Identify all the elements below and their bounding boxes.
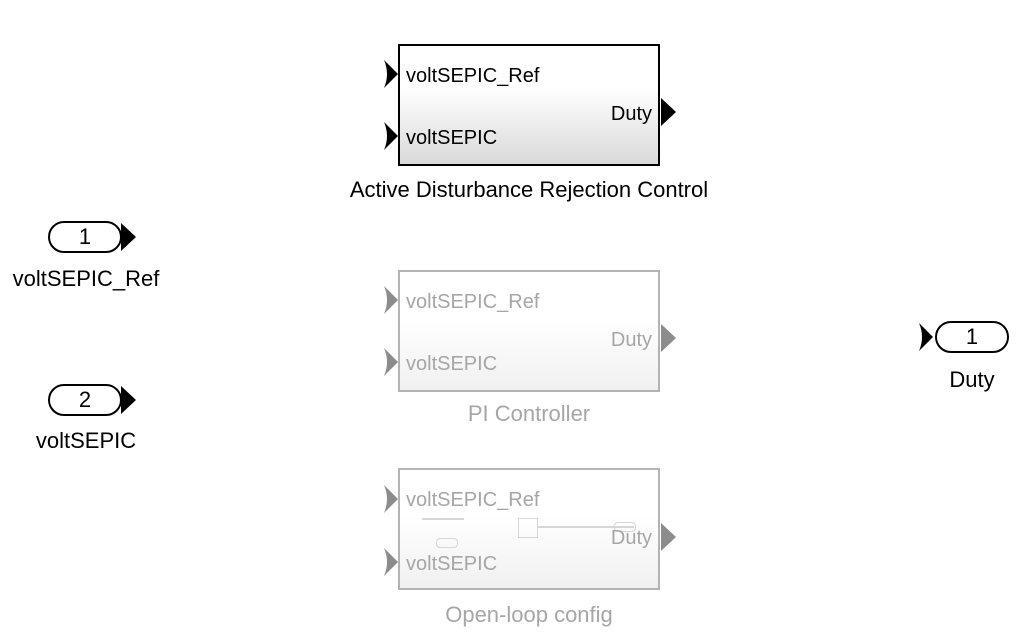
openloop-preview-line <box>422 518 464 520</box>
pi-output-port-arrow-icon[interactable] <box>660 323 678 353</box>
adrc-subsystem-block[interactable]: voltSEPIC_Ref voltSEPIC Duty <box>398 44 660 166</box>
inport-2-output-arrow-icon[interactable] <box>120 385 138 415</box>
adrc-output-label-duty: Duty <box>610 103 652 125</box>
openloop-preview-wire <box>538 526 634 528</box>
adrc-input-port-1-arrow-icon[interactable] <box>383 59 399 89</box>
pi-input-port-2-arrow-icon[interactable] <box>383 347 399 377</box>
openloop-output-port-arrow-icon[interactable] <box>660 522 678 552</box>
outport-1-input-arrow-icon[interactable] <box>918 322 936 352</box>
pi-output-label-duty: Duty <box>610 329 652 351</box>
outport-1-block[interactable]: 1 <box>935 321 1009 353</box>
pi-input-label-volt: voltSEPIC <box>406 353 498 375</box>
openloop-preview-inport <box>436 538 458 548</box>
adrc-block-caption: Active Disturbance Rejection Control <box>349 177 709 202</box>
openloop-preview-block <box>518 518 538 538</box>
inport-1-output-arrow-icon[interactable] <box>120 222 138 252</box>
openloop-block-caption: Open-loop config <box>445 602 613 627</box>
openloop-input-label-volt: voltSEPIC <box>406 553 498 575</box>
openloop-input-port-1-arrow-icon[interactable] <box>383 484 399 514</box>
openloop-subsystem-block[interactable]: voltSEPIC_Ref voltSEPIC Duty <box>398 468 660 590</box>
adrc-input-label-volt: voltSEPIC <box>406 127 498 149</box>
pi-block-caption: PI Controller <box>467 401 591 426</box>
adrc-input-port-2-arrow-icon[interactable] <box>383 121 399 151</box>
openloop-preview-outport <box>614 522 636 532</box>
openloop-output-label-duty: Duty <box>610 527 652 549</box>
openloop-input-port-2-arrow-icon[interactable] <box>383 547 399 577</box>
inport-1-block[interactable]: 1 <box>48 221 122 253</box>
inport-2-name: voltSEPIC <box>35 428 137 453</box>
pi-input-label-ref: voltSEPIC_Ref <box>406 291 540 313</box>
inport-2-block[interactable]: 2 <box>48 384 122 416</box>
openloop-input-label-ref: voltSEPIC_Ref <box>406 489 540 511</box>
outport-1-name: Duty <box>949 367 995 392</box>
inport-1-name: voltSEPIC_Ref <box>12 266 160 291</box>
adrc-input-label-ref: voltSEPIC_Ref <box>406 65 540 87</box>
pi-input-port-1-arrow-icon[interactable] <box>383 285 399 315</box>
adrc-output-port-arrow-icon[interactable] <box>660 97 678 127</box>
pi-subsystem-block[interactable]: voltSEPIC_Ref voltSEPIC Duty <box>398 270 660 392</box>
